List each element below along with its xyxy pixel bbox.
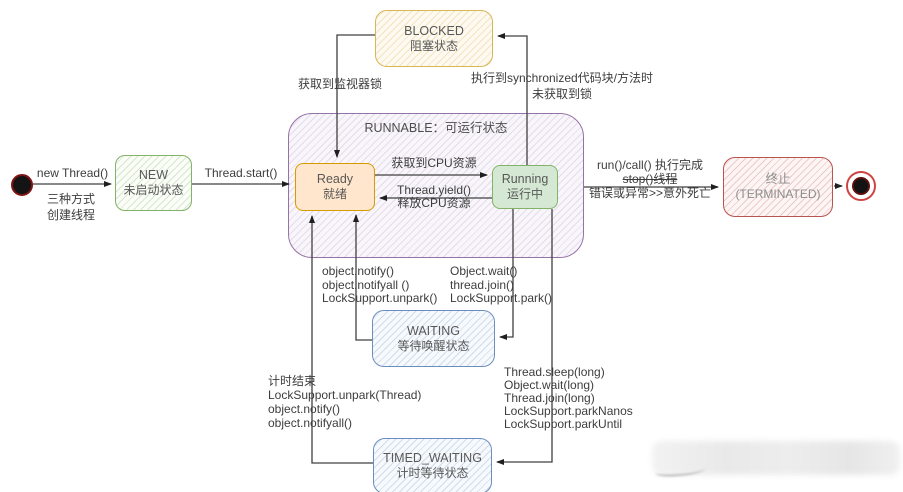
edge-label-line: object.notifyall()	[268, 416, 353, 430]
edge-label-line: 未获取到锁	[531, 86, 592, 101]
edge-label-running-to-waiting: Object.wait() thread.join() LockSupport.…	[450, 264, 600, 306]
state-timed-waiting: TIMED_WAITING 计时等待状态	[373, 438, 492, 492]
state-blocked-subtitle: 阻塞状态	[409, 38, 458, 53]
state-running: Running 运行中	[492, 165, 558, 209]
state-terminated: 终止 (TERMINATED)	[723, 157, 833, 217]
state-ready: Ready 就绪	[295, 163, 375, 211]
blurred-watermark	[652, 441, 900, 475]
edge-label-line: 错误或异常>>意外死亡	[588, 186, 712, 200]
edge-label-line: run()/call() 执行完成	[596, 158, 703, 172]
watermark-squiggle	[654, 464, 706, 478]
state-new: NEW 未启动状态	[115, 155, 192, 211]
edge-label-line: LockSupport.park()	[450, 291, 553, 305]
edge-label-line: 获取到CPU资源	[391, 156, 477, 170]
edge-label-thread-start: Thread.start()	[192, 166, 290, 181]
edge-label-synchronized-no-lock: 执行到synchronized代码块/方法时 未获取到锁	[428, 71, 696, 102]
final-state-icon	[846, 171, 876, 201]
state-terminated-title: 终止	[765, 172, 791, 186]
edge-label-new-thread: new Thread()	[25, 166, 120, 181]
edge-label-line: Thread.start()	[204, 166, 278, 180]
edge-label-line: LockSupport.unpark(Thread)	[268, 388, 422, 402]
edge-label-acquire-monitor-lock: 获取到监视器锁	[284, 77, 396, 92]
edge-label-line: Object.wait()	[450, 264, 518, 278]
edge-label-to-terminated: run()/call() 执行完成 stop()线程 错误或异常>>意外死亡	[578, 158, 722, 200]
state-waiting: WAITING 等待唤醒状态	[372, 310, 495, 367]
state-blocked: BLOCKED 阻塞状态	[375, 10, 493, 67]
state-ready-title: Ready	[316, 172, 354, 186]
final-state-dot	[852, 177, 870, 195]
state-running-title: Running	[501, 172, 549, 186]
runnable-label: RUNNABLE：可运行状态	[364, 121, 508, 135]
edge-label-line: new Thread()	[36, 166, 109, 180]
edge-label-line: 释放CPU资源	[397, 196, 471, 210]
edge-label-line-strikethrough: stop()线程	[622, 172, 678, 186]
edge-label-line: 执行到synchronized代码块/方法时	[470, 71, 654, 85]
state-timed-waiting-title: TIMED_WAITING	[383, 451, 482, 465]
initial-state-icon	[11, 174, 33, 196]
edge-label-release-cpu: 释放CPU资源	[384, 196, 484, 211]
state-waiting-subtitle: 等待唤醒状态	[397, 338, 470, 353]
state-new-title: NEW	[138, 168, 169, 182]
edge-label-line: LockSupport.parkUntil	[504, 417, 623, 431]
state-waiting-title: WAITING	[406, 323, 460, 338]
state-running-subtitle: 运行中	[506, 187, 543, 201]
state-blocked-title: BLOCKED	[404, 23, 464, 38]
edge-label-get-cpu: 获取到CPU资源	[384, 156, 484, 171]
state-new-subtitle: 未启动状态	[123, 183, 184, 197]
state-timed-waiting-subtitle: 计时等待状态	[396, 466, 469, 480]
state-ready-subtitle: 就绪	[322, 187, 347, 201]
state-terminated-subtitle: (TERMINATED)	[735, 187, 821, 201]
edge-label-line: 获取到监视器锁	[297, 77, 382, 91]
edge-label-line: 计时结束	[268, 374, 317, 388]
edge-label-timed-waiting-to-ready: 计时结束 LockSupport.unpark(Thread) object.n…	[268, 374, 448, 430]
edge-label-running-to-timed-waiting: Thread.sleep(long) Object.wait(long) Thr…	[504, 366, 664, 431]
edge-label-line: 三种方式	[46, 192, 95, 206]
edge-label-line: thread.join()	[450, 277, 515, 292]
edge-label-line: object.notify()	[268, 402, 341, 416]
edge-label-line: 创建线程	[46, 208, 95, 222]
edge-label-line: Thread.yield()	[396, 183, 472, 197]
edge-note-three-ways: 三种方式 创建线程	[38, 191, 104, 223]
edge-label-thread-yield: Thread.yield()	[384, 183, 484, 198]
